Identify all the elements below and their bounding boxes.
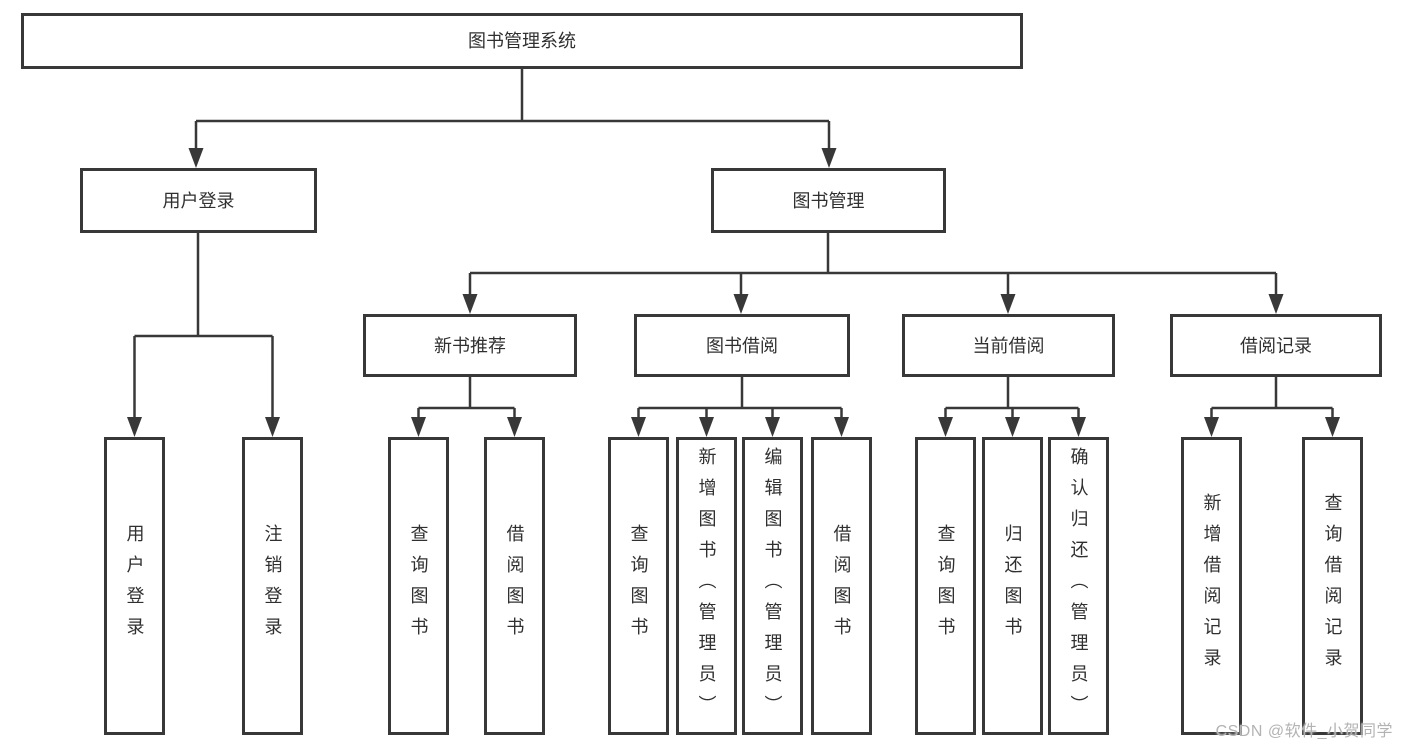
connector-borrow-records-children — [1204, 377, 1340, 437]
leaf-confirm-return-admin: 确认归还（管理员） — [1048, 437, 1109, 735]
connector-current-borrowing-children — [938, 377, 1086, 437]
node-label: 查询图书 — [628, 524, 649, 648]
node-borrow-records: 借阅记录 — [1170, 314, 1382, 377]
node-label: 图书借阅 — [706, 335, 778, 356]
connector-user-login-children — [127, 233, 280, 437]
connector-book-management-children — [462, 233, 1284, 314]
leaf-add-borrow-record: 新增借阅记录 — [1181, 437, 1242, 735]
node-label: 用户登录 — [162, 190, 235, 211]
connector-root-to-level2 — [188, 69, 837, 168]
node-user-login: 用户登录 — [80, 168, 317, 233]
node-label: 查询图书 — [935, 524, 956, 648]
node-book-management: 图书管理 — [711, 168, 946, 233]
node-library-management-system: 图书管理系统 — [21, 13, 1023, 69]
node-label: 借阅图书 — [504, 524, 525, 648]
csdn-watermark: CSDN @软件_小贺同学 — [1215, 723, 1393, 740]
node-book-borrowing: 图书借阅 — [634, 314, 850, 377]
node-label: 归还图书 — [1002, 524, 1023, 648]
leaf-edit-books-admin: 编辑图书（管理员） — [742, 437, 803, 735]
node-label: 编辑图书（管理员） — [762, 446, 783, 726]
leaf-borrow-books: 借阅图书 — [811, 437, 872, 735]
node-label: 图书管理系统 — [468, 31, 576, 51]
leaf-user-login: 用户登录 — [104, 437, 165, 735]
node-label: 当前借阅 — [972, 335, 1045, 356]
node-label: 新书推荐 — [434, 335, 506, 356]
leaf-return-books: 归还图书 — [982, 437, 1043, 735]
node-label: 查询借阅记录 — [1322, 493, 1343, 679]
node-label: 借阅记录 — [1240, 335, 1312, 356]
node-new-book-recommendation: 新书推荐 — [363, 314, 577, 377]
node-label: 确认归还（管理员） — [1068, 446, 1089, 726]
node-label: 借阅图书 — [831, 524, 852, 648]
connector-new-book-children — [411, 377, 522, 437]
node-label: 新增图书（管理员） — [696, 446, 717, 726]
leaf-query-borrow-record: 查询借阅记录 — [1302, 437, 1363, 735]
node-label: 新增借阅记录 — [1201, 493, 1222, 679]
leaf-query-books-borrowing: 查询图书 — [608, 437, 669, 735]
connector-book-borrowing-children — [631, 377, 849, 437]
leaf-logout: 注销登录 — [242, 437, 303, 735]
node-current-borrowing: 当前借阅 — [902, 314, 1115, 377]
node-label: 用户登录 — [124, 524, 145, 648]
leaf-add-books-admin: 新增图书（管理员） — [676, 437, 737, 735]
leaf-query-books-recommend: 查询图书 — [388, 437, 449, 735]
node-label: 注销登录 — [262, 524, 283, 648]
node-label: 图书管理 — [792, 190, 865, 211]
node-label: 查询图书 — [408, 524, 429, 648]
leaf-borrow-books-recommend: 借阅图书 — [484, 437, 545, 735]
leaf-query-books-current: 查询图书 — [915, 437, 976, 735]
